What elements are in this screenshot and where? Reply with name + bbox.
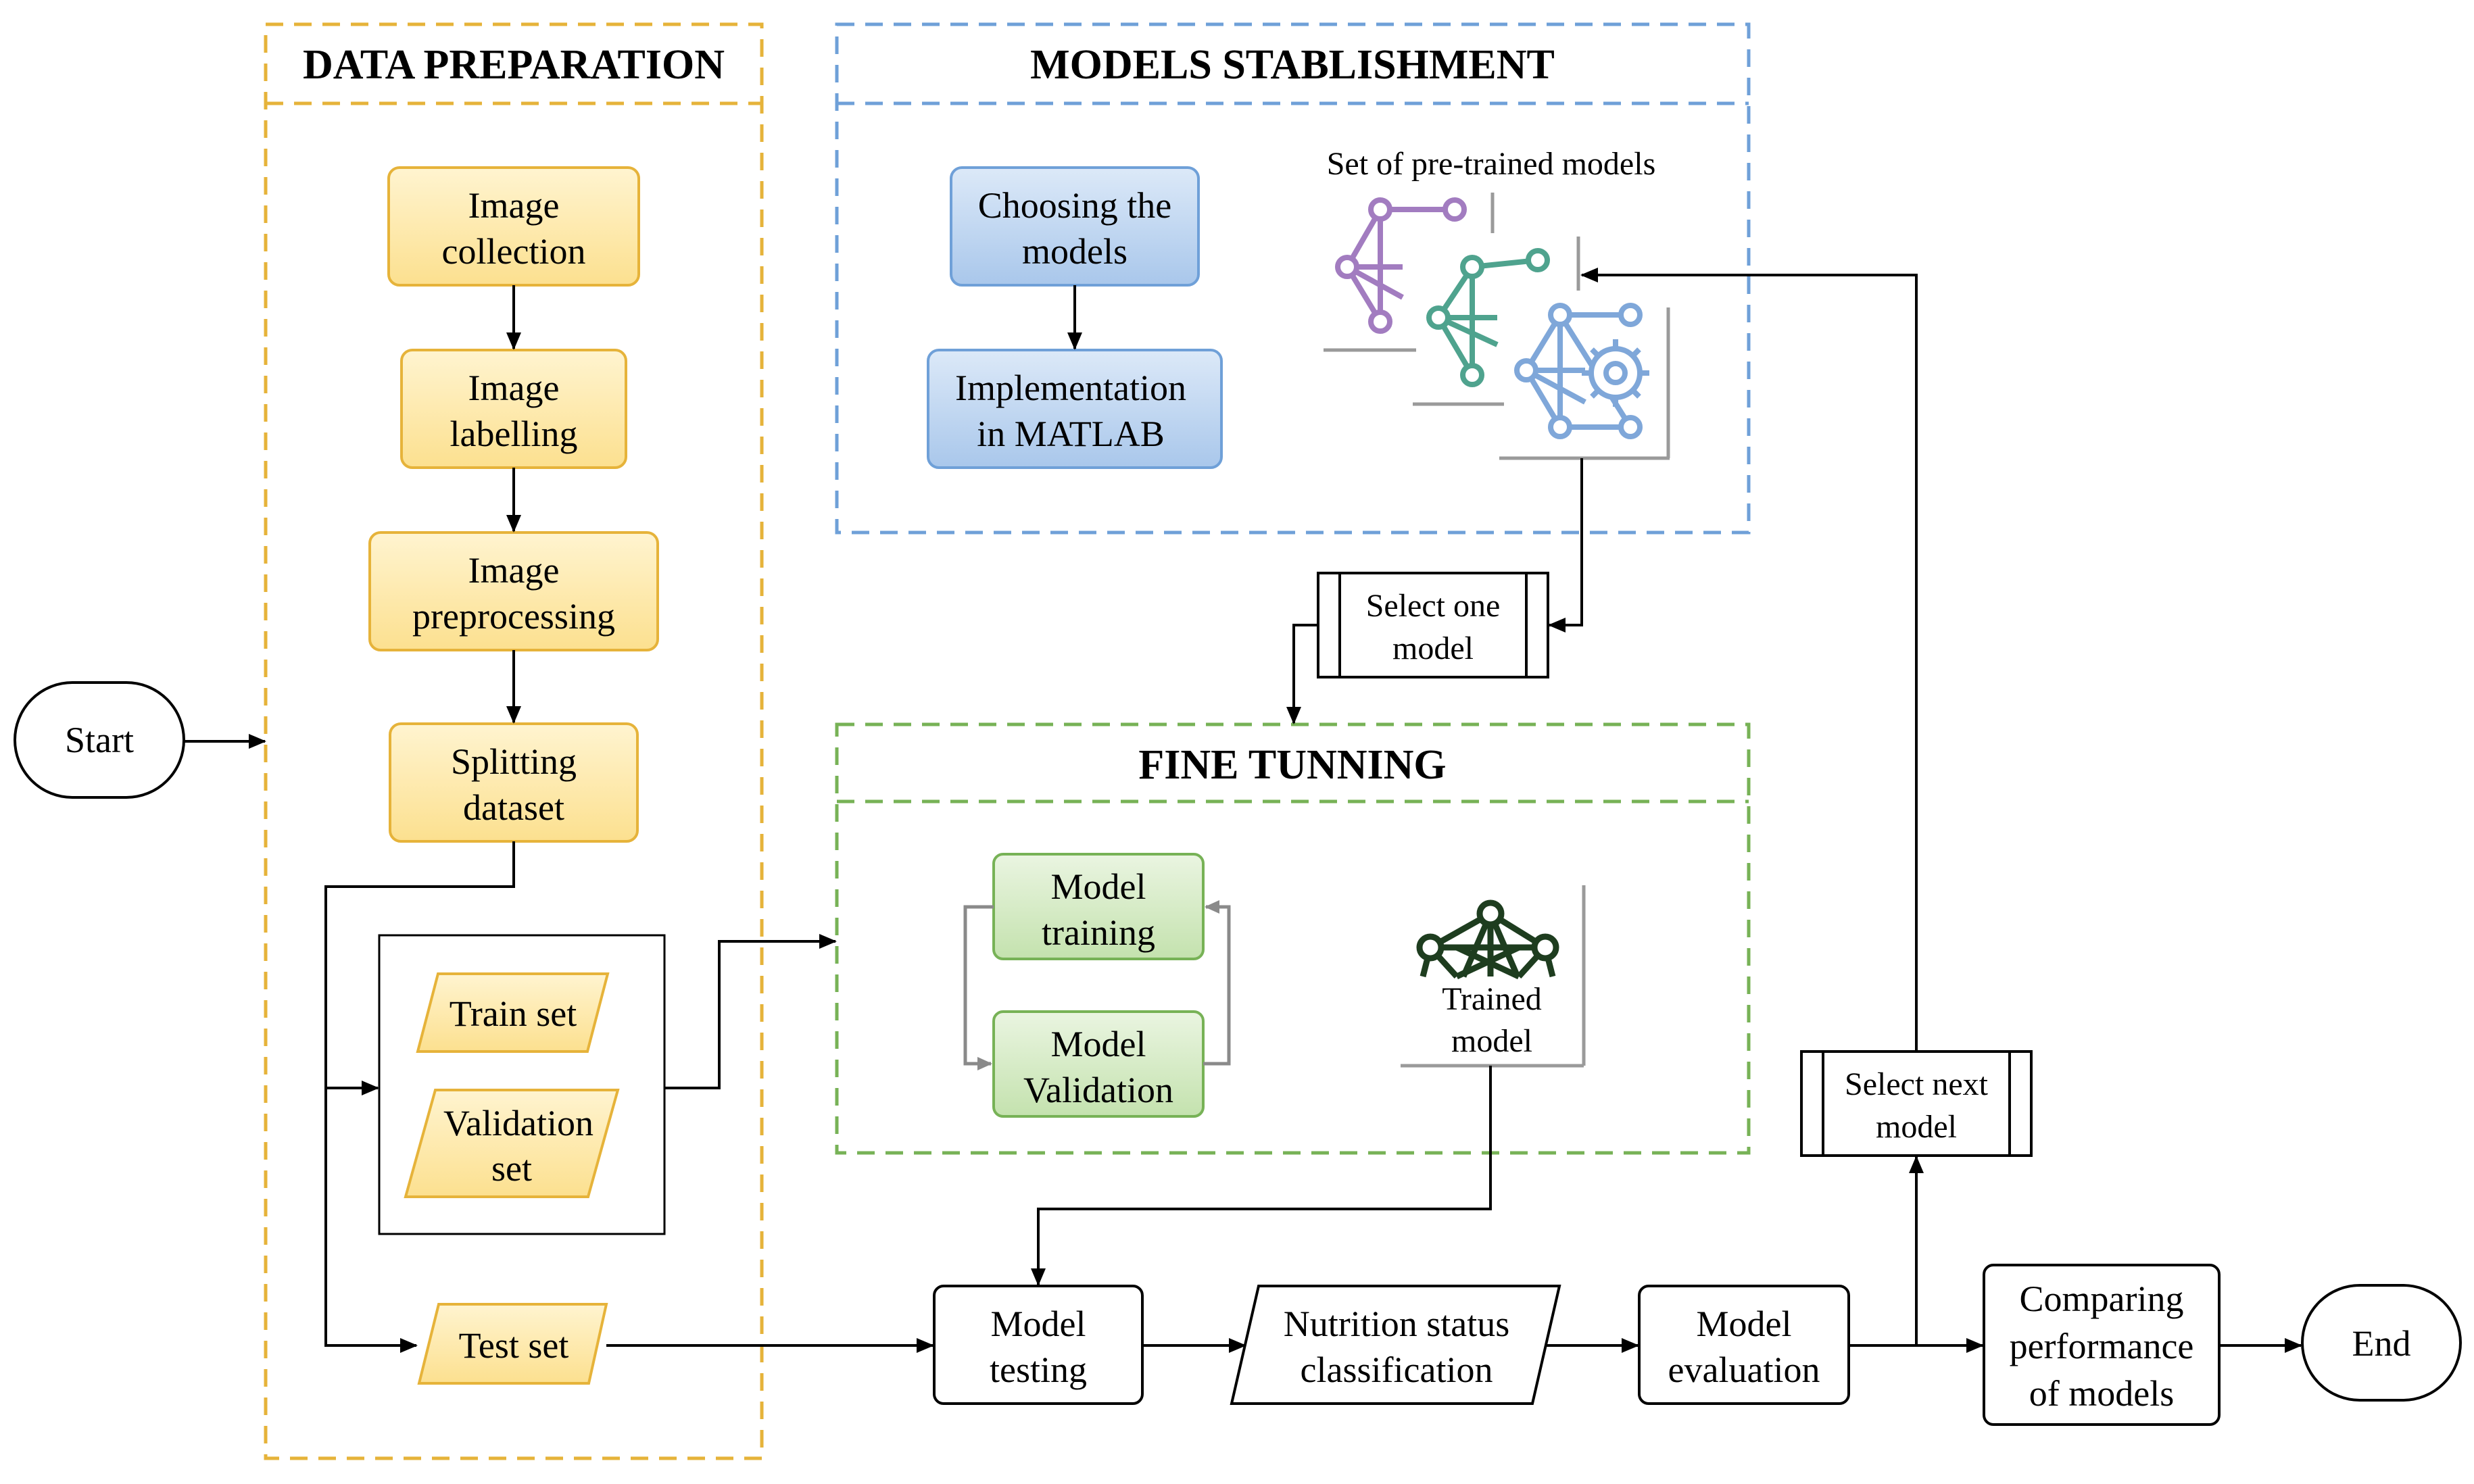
model-testing-line1: Model [991,1304,1086,1344]
splitting-dataset-line1: Splitting [451,741,577,782]
model-evaluation-line2: evaluation [1668,1350,1820,1390]
model-training-box[interactable]: Model training [992,853,1205,960]
implementation-line1: Implementation [955,368,1186,408]
comparing-performance-box[interactable]: Comparing performance of models [1983,1264,2221,1426]
image-preprocessing-line2: preprocessing [412,596,615,637]
model-testing-box[interactable]: Model testing [933,1285,1144,1405]
choosing-models-line2: models [1022,231,1127,272]
image-collection-line2: collection [442,231,586,272]
model-testing-line2: testing [990,1350,1087,1390]
select-one-line1: Select one [1366,588,1501,624]
start-terminal[interactable]: Start [14,681,185,799]
select-one-model-box[interactable]: Select one model [1317,572,1549,678]
comparing-line2: performance [2010,1326,2194,1366]
test-set-parallelogram[interactable]: Test set [417,1303,608,1385]
image-collection-box[interactable]: Image collection [387,166,640,287]
select-one-line2: model [1392,630,1474,666]
end-terminal[interactable]: End [2301,1284,2462,1402]
models-establishment-section: MODELS STABLISHMENT [835,22,1751,535]
pretrained-models-label: Set of pre-trained models [1327,146,1656,182]
select-next-model-box[interactable]: Select next model [1800,1050,2033,1157]
select-next-line2: model [1876,1109,1957,1145]
image-collection-line1: Image [468,185,560,226]
model-validation-line2: Validation [1023,1070,1173,1110]
neural-network-gear-icon [1499,291,1670,460]
model-training-line2: training [1042,912,1155,953]
test-set-label: Test set [459,1325,569,1366]
image-labelling-line2: labelling [450,414,578,454]
train-set-label: Train set [450,993,577,1034]
model-validation-box[interactable]: Model Validation [992,1010,1205,1118]
train-set-parallelogram[interactable]: Train set [416,972,610,1053]
training-validation-loop [963,900,1231,1070]
trained-model-network-icon [1401,885,1586,1068]
data-preparation-section: DATA PREPARATION [264,22,764,1460]
end-label: End [2352,1323,2411,1364]
nutrition-line1: Nutrition status [1284,1304,1510,1344]
nutrition-classification-parallelogram[interactable]: Nutrition status classification [1230,1285,1561,1405]
models-establishment-title: MODELS STABLISHMENT [1030,42,1555,88]
comparing-line1: Comparing [2020,1279,2184,1319]
comparing-line3: of models [2029,1373,2174,1414]
model-evaluation-line1: Model [1697,1304,1792,1344]
start-label: Start [65,720,134,760]
connectors [184,268,2302,1353]
image-preprocessing-line1: Image [468,550,560,591]
choosing-models-box[interactable]: Choosing the models [950,166,1200,287]
nutrition-line2: classification [1301,1350,1493,1390]
model-training-line1: Model [1051,866,1146,907]
model-evaluation-box[interactable]: Model evaluation [1638,1285,1850,1405]
image-preprocessing-box[interactable]: Image preprocessing [368,531,659,651]
image-labelling-box[interactable]: Image labelling [400,349,627,469]
implementation-matlab-box[interactable]: Implementation in MATLAB [927,349,1223,469]
model-validation-line1: Model [1051,1024,1146,1064]
fine-tuning-title: FINE TUNNING [1138,742,1446,788]
validation-set-parallelogram[interactable]: Validation set [404,1089,620,1198]
trained-model-line1: Trained [1442,981,1542,1017]
fine-tuning-section: FINE TUNNING [835,722,1751,1155]
data-preparation-title: DATA PREPARATION [303,42,725,88]
implementation-line2: in MATLAB [977,414,1165,454]
validation-set-line1: Validation [443,1103,593,1143]
splitting-dataset-box[interactable]: Splitting dataset [389,722,639,843]
trained-model-line2: model [1451,1023,1532,1059]
splitting-dataset-line2: dataset [463,787,564,828]
validation-set-line2: set [491,1148,532,1189]
choosing-models-line1: Choosing the [978,185,1172,226]
select-next-line1: Select next [1845,1066,1989,1102]
image-labelling-line1: Image [468,368,560,408]
